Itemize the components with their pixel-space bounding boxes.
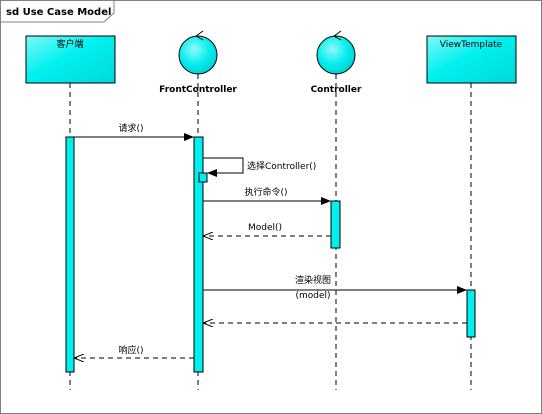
message-model-return: Model() — [204, 223, 331, 236]
message-render-view-label-line1: 渲染视图 — [295, 274, 331, 286]
control-stereotype-icon — [316, 35, 356, 75]
message-request: 请求() — [74, 122, 194, 141]
message-render-view: 渲染视图 (model) — [203, 274, 467, 301]
activation-controller — [330, 200, 341, 249]
participant-client-label: 客户端 — [56, 38, 83, 50]
frame-title: sd Use Case Model — [6, 7, 111, 18]
control-stereotype-icon — [178, 35, 218, 75]
participant-client-box — [25, 35, 116, 84]
message-select-controller-arrow — [203, 157, 244, 177]
frame-title-tab — [0, 0, 115, 23]
participant-controller-label: Controller — [311, 85, 362, 95]
message-render-view-label-line2: (model) — [295, 291, 330, 301]
activation-view-template — [466, 289, 476, 338]
message-model-return-label: Model() — [248, 223, 282, 233]
participant-front-controller: FrontController — [159, 30, 237, 95]
message-select-controller-label: 选择Controller() — [247, 160, 316, 172]
participant-controller: Controller — [311, 30, 362, 95]
activation-client — [65, 136, 75, 373]
message-request-label: 请求() — [118, 122, 143, 134]
message-select-controller: 选择Controller() — [203, 157, 316, 177]
participant-view-template-box — [426, 35, 517, 84]
participant-front-controller-label: FrontController — [159, 85, 237, 95]
control-arrowhead-icon — [333, 30, 342, 41]
activation-front-controller-self — [198, 172, 208, 183]
message-response: 响应() — [75, 344, 194, 358]
participant-client: 客户端 — [25, 35, 116, 84]
participant-view-template: ViewTemplate — [426, 35, 517, 84]
participant-view-template-label: ViewTemplate — [440, 40, 503, 50]
activation-front-controller — [193, 136, 204, 373]
control-arrowhead-icon — [195, 30, 204, 41]
message-execute-command: 执行命令() — [203, 186, 331, 205]
message-execute-command-label: 执行命令() — [244, 186, 287, 198]
message-response-label: 响应() — [118, 344, 143, 356]
